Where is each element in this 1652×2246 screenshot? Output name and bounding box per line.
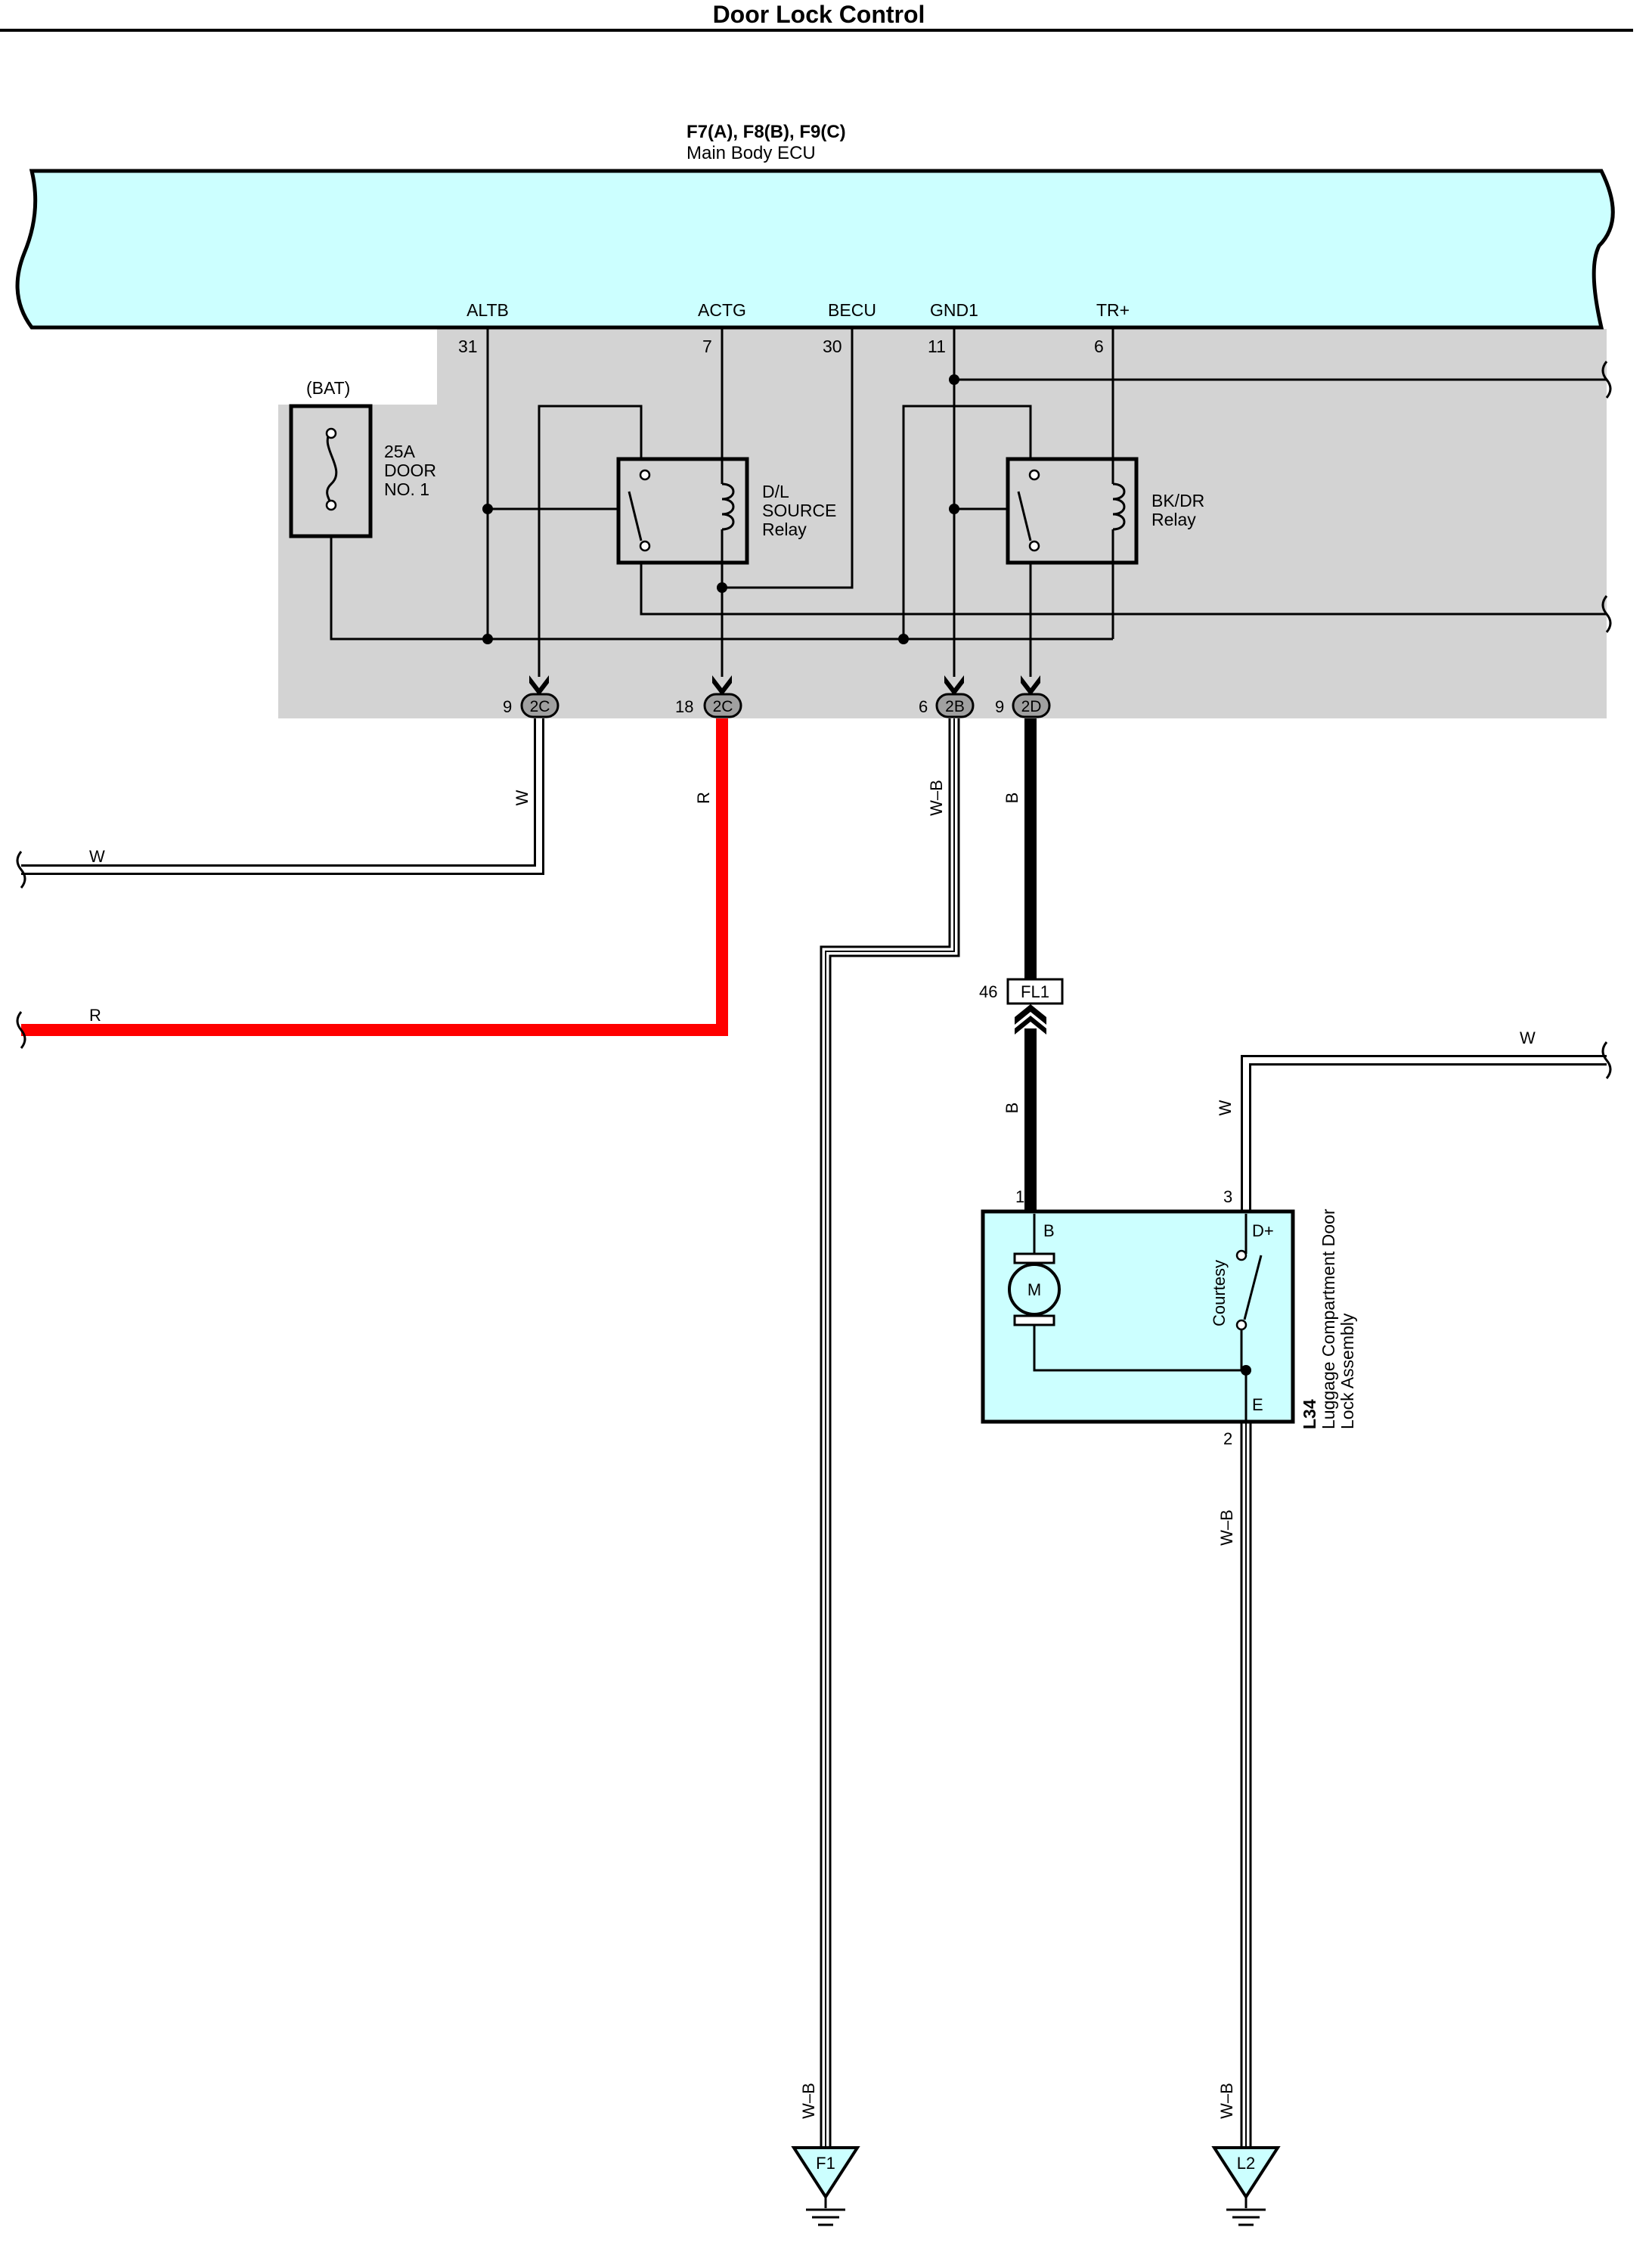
dl-source-relay-switch-icon — [628, 469, 651, 552]
junction-connector-2c-b: 2C 18 — [675, 693, 742, 718]
lock-pin-e-label: E — [1252, 1395, 1263, 1414]
wire-wb-upper-label: W–B — [927, 780, 946, 816]
svg-text:46: 46 — [979, 982, 997, 1001]
dl-source-relay-label-2: SOURCE — [762, 501, 836, 520]
wire-break-marker — [1601, 595, 1612, 633]
svg-text:2C: 2C — [530, 698, 550, 715]
ecu-pin-actg-label: ACTG — [698, 300, 746, 320]
ecu-pin-trplus-label: TR+ — [1096, 300, 1130, 320]
internal-wiring — [330, 329, 1607, 677]
svg-text:L2: L2 — [1237, 2154, 1255, 2173]
lock-pin-b-number: 1 — [1015, 1187, 1024, 1206]
lock-pin-e-number: 2 — [1223, 1429, 1232, 1448]
wire-w-left — [21, 718, 544, 875]
lock-pin-dplus-label: D+ — [1252, 1221, 1274, 1240]
wire-w-left-vertical-label: W — [513, 790, 532, 805]
svg-text:F1: F1 — [816, 2154, 835, 2173]
dl-source-relay-box — [616, 457, 749, 565]
wire-break-marker — [1601, 361, 1612, 399]
lock-assembly-name-line2: Lock Assembly — [1337, 1313, 1357, 1429]
junction-block-area — [278, 329, 1607, 718]
courtesy-switch-icon: Courtesy — [1210, 1214, 1263, 1422]
ground-f1: F1 — [791, 2146, 860, 2226]
bkdr-relay-switch-icon — [1017, 469, 1040, 552]
ecu-pin-becu-label: BECU — [828, 300, 876, 320]
wire-r-horizontal-label: R — [89, 1006, 101, 1025]
bkdr-relay-box — [1006, 457, 1139, 565]
fuse-name-line1: DOOR — [384, 461, 436, 480]
wire-r — [21, 718, 728, 1036]
svg-text:6: 6 — [919, 697, 928, 716]
wire-r-vertical-label: R — [694, 792, 713, 804]
junction-connector-arrows — [529, 675, 1040, 696]
dl-source-relay-label-1: D/L — [762, 482, 789, 501]
ecu-pin-trplus-number: 6 — [1094, 337, 1104, 356]
ecu-connectors-label: F7(A), F8(B), F9(C) — [687, 122, 846, 142]
lock-assembly-name-line1: Luggage Compartment Door — [1319, 1208, 1338, 1429]
svg-text:18: 18 — [675, 697, 693, 716]
dl-source-relay-coil-icon — [721, 459, 735, 563]
svg-text:2C: 2C — [713, 698, 733, 715]
ecu-name: Main Body ECU — [687, 143, 816, 163]
lock-assembly-code: L34 — [1300, 1399, 1319, 1429]
bkdr-relay-coil-icon — [1111, 459, 1126, 563]
ground-l2: L2 — [1211, 2146, 1281, 2226]
ecu-pin-gnd1-label: GND1 — [930, 300, 978, 320]
bkdr-relay-label-2: Relay — [1151, 510, 1196, 529]
svg-text:2D: 2D — [1021, 698, 1042, 715]
diagram-title: Door Lock Control — [713, 1, 925, 28]
wire-break-marker — [1601, 1041, 1612, 1079]
wire-break-marker — [16, 851, 26, 889]
wire-wb-l2-label: W–B — [1217, 2083, 1236, 2119]
wire-w-right — [1241, 1055, 1607, 1211]
wire-w-left-horizontal-label: W — [89, 847, 105, 866]
fuse-source-label: (BAT) — [306, 378, 350, 398]
ecu-pin-gnd1-number: 11 — [928, 337, 946, 356]
wire-w-right-horizontal-label: W — [1520, 1028, 1536, 1047]
connector-fl1: FL1 46 — [979, 978, 1064, 1035]
svg-text:FL1: FL1 — [1021, 982, 1049, 1001]
svg-text:9: 9 — [995, 697, 1004, 716]
bkdr-relay-label-1: BK/DR — [1151, 491, 1204, 510]
wire-wb-f1-label: W–B — [799, 2083, 818, 2119]
junction-connector-2c-a: 2C 9 — [503, 693, 559, 718]
lock-pin-b-label: B — [1043, 1221, 1055, 1240]
wire-wb-f1 — [820, 718, 960, 2148]
dl-source-relay-label-3: Relay — [762, 520, 807, 539]
svg-text:M: M — [1027, 1280, 1041, 1299]
svg-text:9: 9 — [503, 697, 512, 716]
fuse-rating: 25A — [384, 442, 416, 461]
main-body-ecu-box — [15, 169, 1615, 330]
motor-icon: M — [1008, 1214, 1246, 1372]
fuse-name-line2: NO. 1 — [384, 479, 429, 499]
svg-text:2B: 2B — [945, 698, 965, 715]
junction-connector-2b: 2B 6 — [919, 693, 975, 718]
junction-dots — [482, 374, 959, 644]
junction-connector-2d: 2D 9 — [995, 693, 1051, 718]
lock-pin-dplus-number: 3 — [1223, 1187, 1232, 1206]
svg-text:Courtesy: Courtesy — [1210, 1260, 1229, 1326]
wire-w-right-vertical-label: W — [1216, 1100, 1235, 1115]
ecu-pin-becu-number: 30 — [823, 337, 842, 356]
wire-b-lower-label: B — [1003, 1103, 1021, 1114]
wire-wb-lock-lower-label: W–B — [1217, 1509, 1236, 1546]
wire-break-marker — [16, 1011, 26, 1049]
ecu-pin-altb-number: 31 — [458, 337, 478, 356]
ecu-pin-actg-number: 7 — [702, 337, 712, 356]
wire-b-upper-label: B — [1003, 793, 1021, 804]
ecu-pin-altb-label: ALTB — [466, 300, 509, 320]
fuse-box — [289, 404, 373, 538]
